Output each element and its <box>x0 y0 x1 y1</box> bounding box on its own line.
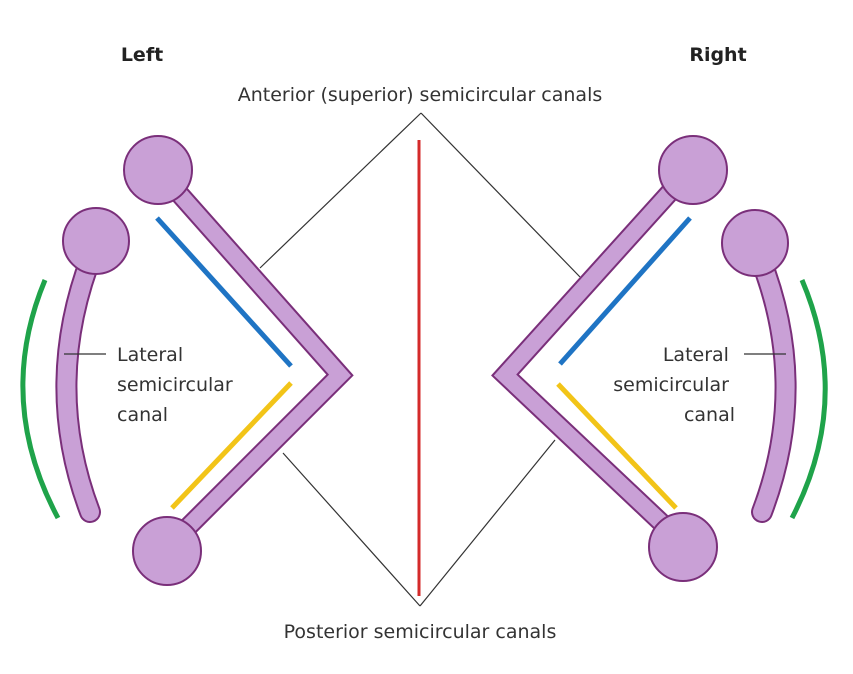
right-posterior-ampulla <box>648 512 718 582</box>
left-ap-canal-body <box>154 166 351 556</box>
right-anterior-ampulla <box>658 135 728 205</box>
left-lateral-label-line-1: Lateral <box>117 344 183 366</box>
right-anterior-plane-line <box>558 216 692 366</box>
right-lateral-label: Lateral semicircular canal <box>613 344 735 426</box>
left-lateral-ampulla <box>62 207 130 275</box>
right-lateral-canal <box>721 209 797 523</box>
right-lateral-canal-body <box>747 239 795 521</box>
left-lateral-canal <box>55 207 130 523</box>
anterior-leader-right <box>420 112 581 278</box>
left-anterior-ampulla <box>123 135 193 205</box>
right-lateral-label-line-1: Lateral <box>663 344 729 366</box>
left-title: Left <box>121 44 163 66</box>
anterior-leader-lines <box>259 112 581 278</box>
anterior-canals-label: Anterior (superior) semicircular canals <box>238 84 603 106</box>
left-anterior-plane-line <box>155 216 293 368</box>
posterior-leader-right <box>419 439 556 607</box>
left-lateral-label: Lateral semicircular canal <box>117 344 239 426</box>
left-anterior-posterior-canals <box>123 135 354 586</box>
posterior-leader-left <box>282 452 421 607</box>
right-lateral-label-line-2: semicircular <box>613 374 729 396</box>
anterior-leader-left <box>259 112 422 269</box>
left-lateral-plane-arc <box>20 279 61 520</box>
right-lateral-ampulla <box>721 209 789 277</box>
left-lateral-label-line-3: canal <box>117 404 168 426</box>
right-ap-canal-body <box>493 164 696 551</box>
right-posterior-plane-line <box>556 382 678 510</box>
right-lateral-plane-arc <box>789 279 828 520</box>
left-posterior-plane-line <box>170 381 293 510</box>
right-title: Right <box>689 44 746 66</box>
left-posterior-ampulla <box>132 516 202 586</box>
right-anterior-posterior-canals <box>491 135 728 582</box>
left-lateral-label-line-2: semicircular <box>117 374 233 396</box>
posterior-leader-lines <box>282 439 556 607</box>
posterior-canals-label: Posterior semicircular canals <box>284 621 557 643</box>
right-lateral-label-line-3: canal <box>684 404 735 426</box>
left-lateral-canal-body <box>57 236 105 521</box>
